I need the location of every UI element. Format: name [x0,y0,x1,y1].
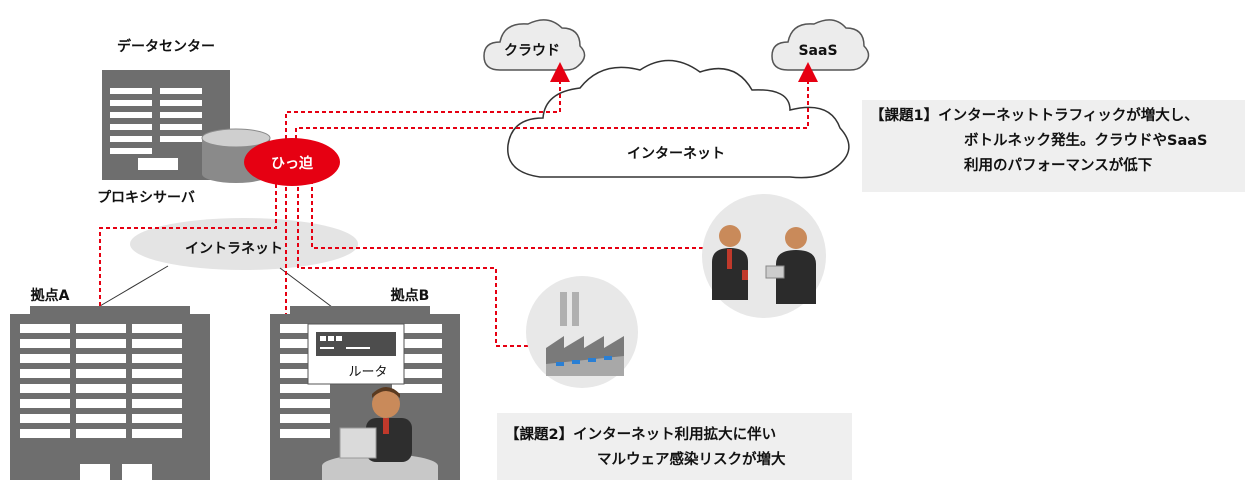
office-worker-icon [322,387,438,480]
base-b-label: 拠点B [391,287,430,304]
congestion-badge [244,138,340,186]
congestion-label: ひっ迫 [271,155,314,172]
business-people-icon [702,194,826,318]
data-center-label: データセンター [117,38,215,55]
internet-label: インターネット [627,146,725,162]
issue-1-line-2: ボトルネック発生。クラウドやSaaS [964,133,1208,149]
issue-1-line-3: 利用のパフォーマンスが低下 [964,158,1153,174]
issue-2-line-1: 【課題2】インターネット利用拡大に伴い [505,427,777,443]
issue-2-panel: 【課題2】インターネット利用拡大に伴い マルウェア感染リスクが増大 [497,413,852,480]
intranet-ellipse [130,218,358,270]
router-label: ルータ [348,365,387,380]
cloud-service-icon: クラウド [483,19,586,71]
base-a-label: 拠点A [31,287,70,304]
proxy-server-label: プロキシサーバ [97,190,195,206]
base-a-building-icon [10,306,210,480]
intranet-label: イントラネット [185,241,283,257]
issue-1-panel: 【課題1】インターネットトラフィックが増大し、 ボトルネック発生。クラウドやSa… [862,100,1245,192]
issue-2-line-2: マルウェア感染リスクが増大 [597,452,786,468]
internet-cloud: インターネット [507,59,850,179]
saas-service-icon: SaaS [771,19,870,71]
factory-icon [526,276,638,388]
issue-1-line-1: 【課題1】インターネットトラフィックが増大し、 [870,108,1199,124]
router-icon [307,323,405,385]
saas-label: SaaS [798,43,837,59]
cloud-label: クラウド [504,43,560,59]
